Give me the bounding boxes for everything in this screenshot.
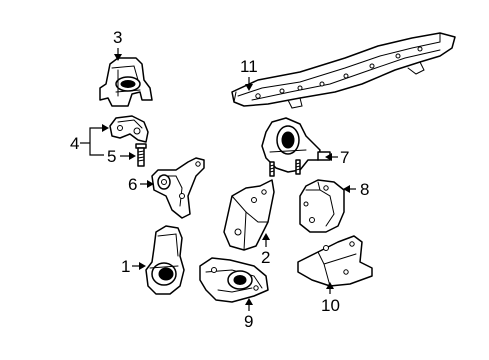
part-1-lower-mount [145,225,185,295]
callout-1-label: 1 [121,257,130,276]
callout-4: 4 [70,124,109,156]
part-8-bracket [299,179,345,233]
part-2-bracket [223,179,275,251]
callout-2-label: 2 [261,248,270,267]
callout-9: 9 [244,298,253,331]
callout-4-label: 4 [70,134,79,153]
callout-6: 6 [128,175,154,194]
part-10-bracket [297,235,373,287]
callout-8: 8 [343,180,369,199]
part-3-engine-mount [99,57,153,107]
part-11-crossmember [231,32,456,109]
callout-8-label: 8 [360,180,369,199]
callout-7: 7 [325,148,349,167]
callout-11-label: 11 [240,57,258,76]
callout-10: 10 [321,282,340,315]
callout-9-label: 9 [244,312,253,331]
callout-11: 11 [240,57,258,91]
callout-7-label: 7 [340,148,349,167]
callout-6-label: 6 [128,175,137,194]
part-4-bracket [109,115,149,143]
part-9-transmission-mount [199,257,269,303]
callout-3: 3 [113,28,122,61]
callout-10-label: 10 [321,296,340,315]
callout-5-label: 5 [107,147,116,166]
callout-3-label: 3 [113,28,122,47]
callout-1: 1 [121,257,146,276]
callout-5: 5 [107,147,136,166]
part-5-bolt [135,143,147,167]
part-6-mount-bracket [151,157,205,219]
callout-2: 2 [261,233,270,267]
part-7-rear-mount [261,117,331,177]
